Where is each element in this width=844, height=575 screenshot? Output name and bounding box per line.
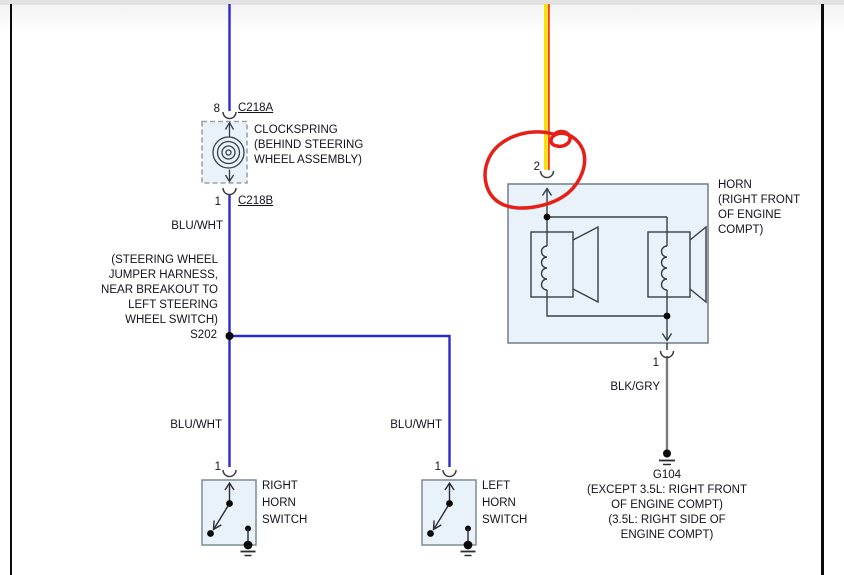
left-horn-switch-icon [427, 481, 476, 557]
left-switch-name-1: LEFT [482, 480, 511, 492]
ground-g104-label: G104 [652, 469, 682, 481]
connector-c218a-icon [222, 111, 237, 120]
horn-name-1: HORN [718, 179, 752, 191]
connector-c218b-icon [222, 187, 237, 196]
horn-pin1-connector-icon [659, 350, 675, 359]
horn-pin-out-label: 1 [652, 357, 659, 369]
right-page-border [821, 4, 824, 575]
horn-name-3: OF ENGINE [718, 209, 782, 221]
left-switch-name-2: HORN [482, 497, 516, 509]
horn-name-4: COMPT) [718, 224, 764, 236]
splice-note-3: NEAR BREAKOUT TO [101, 284, 218, 296]
ground-note-1: (EXCEPT 3.5L: RIGHT FRONT [587, 484, 747, 496]
left-page-border [9, 4, 12, 575]
splice-note-1: (STEERING WHEEL [111, 254, 218, 266]
wire-label-blu-wht-2: BLU/WHT [170, 419, 222, 431]
ground-note-3: (3.5L: RIGHT SIDE OF [608, 514, 726, 526]
splice-note-2: JUMPER HARNESS, [108, 269, 218, 281]
horn-pin2-connector-icon [539, 170, 555, 179]
clockspring-coil-icon [212, 121, 245, 183]
right-horn-speaker-icon [647, 231, 691, 298]
left-switch-pin-label: 1 [434, 461, 441, 473]
left-horn-coil-icon [540, 245, 548, 291]
wire-label-blu-wht-3: BLU/WHT [390, 419, 442, 431]
horn-name-2: (RIGHT FRONT [718, 194, 801, 206]
left-horn-speaker-icon [530, 231, 574, 298]
splice-note-5: WHEEL SWITCH) [125, 314, 218, 326]
right-switch-name-1: RIGHT [262, 480, 298, 492]
right-horn-switch-icon [207, 481, 256, 557]
right-switch-pin-label: 1 [214, 461, 221, 473]
connector-c218a-label: C218A [238, 102, 274, 114]
ground-note-4: ENGINE COMPT) [620, 529, 714, 541]
top-chrome-shadow [0, 5, 844, 33]
wire-label-blu-wht-1: BLU/WHT [171, 220, 223, 232]
horn-pin-in-label: 2 [533, 161, 540, 173]
right-switch-name-3: SWITCH [262, 514, 308, 526]
connector-symbols [222, 111, 675, 478]
horn-internal-circuit [530, 187, 707, 342]
red-circle-annotation [483, 129, 587, 210]
splice-s202-dot [225, 332, 234, 340]
blu-wht-wires [228, 4, 451, 467]
left-switch-pin1-connector-icon [442, 469, 457, 478]
clockspring-name-2: (BEHIND STEERING [254, 139, 364, 151]
clockspring-name-3: WHEEL ASSEMBLY) [254, 154, 363, 166]
left-switch-name-3: SWITCH [482, 514, 528, 526]
clockspring-pin-top: 8 [213, 103, 220, 115]
ground-note-2: OF ENGINE COMPT) [611, 499, 723, 511]
top-chrome-strip [0, 0, 844, 5]
clockspring-box [201, 120, 248, 184]
splice-s202-label: S202 [190, 329, 217, 341]
right-switch-name-2: HORN [262, 497, 296, 509]
ground-g104-icon [659, 449, 675, 466]
right-horn-coil-icon [660, 245, 668, 291]
clockspring-name-1: CLOCKSPRING [254, 124, 338, 136]
connector-c218b-label: C218B [238, 195, 274, 207]
splice-note-4: LEFT STEERING [128, 299, 218, 311]
clockspring-pin-bottom: 1 [214, 196, 221, 208]
wire-label-blk-gry: BLK/GRY [610, 381, 660, 393]
right-switch-pin1-connector-icon [222, 469, 237, 478]
yel-red-wire [543, 4, 550, 170]
